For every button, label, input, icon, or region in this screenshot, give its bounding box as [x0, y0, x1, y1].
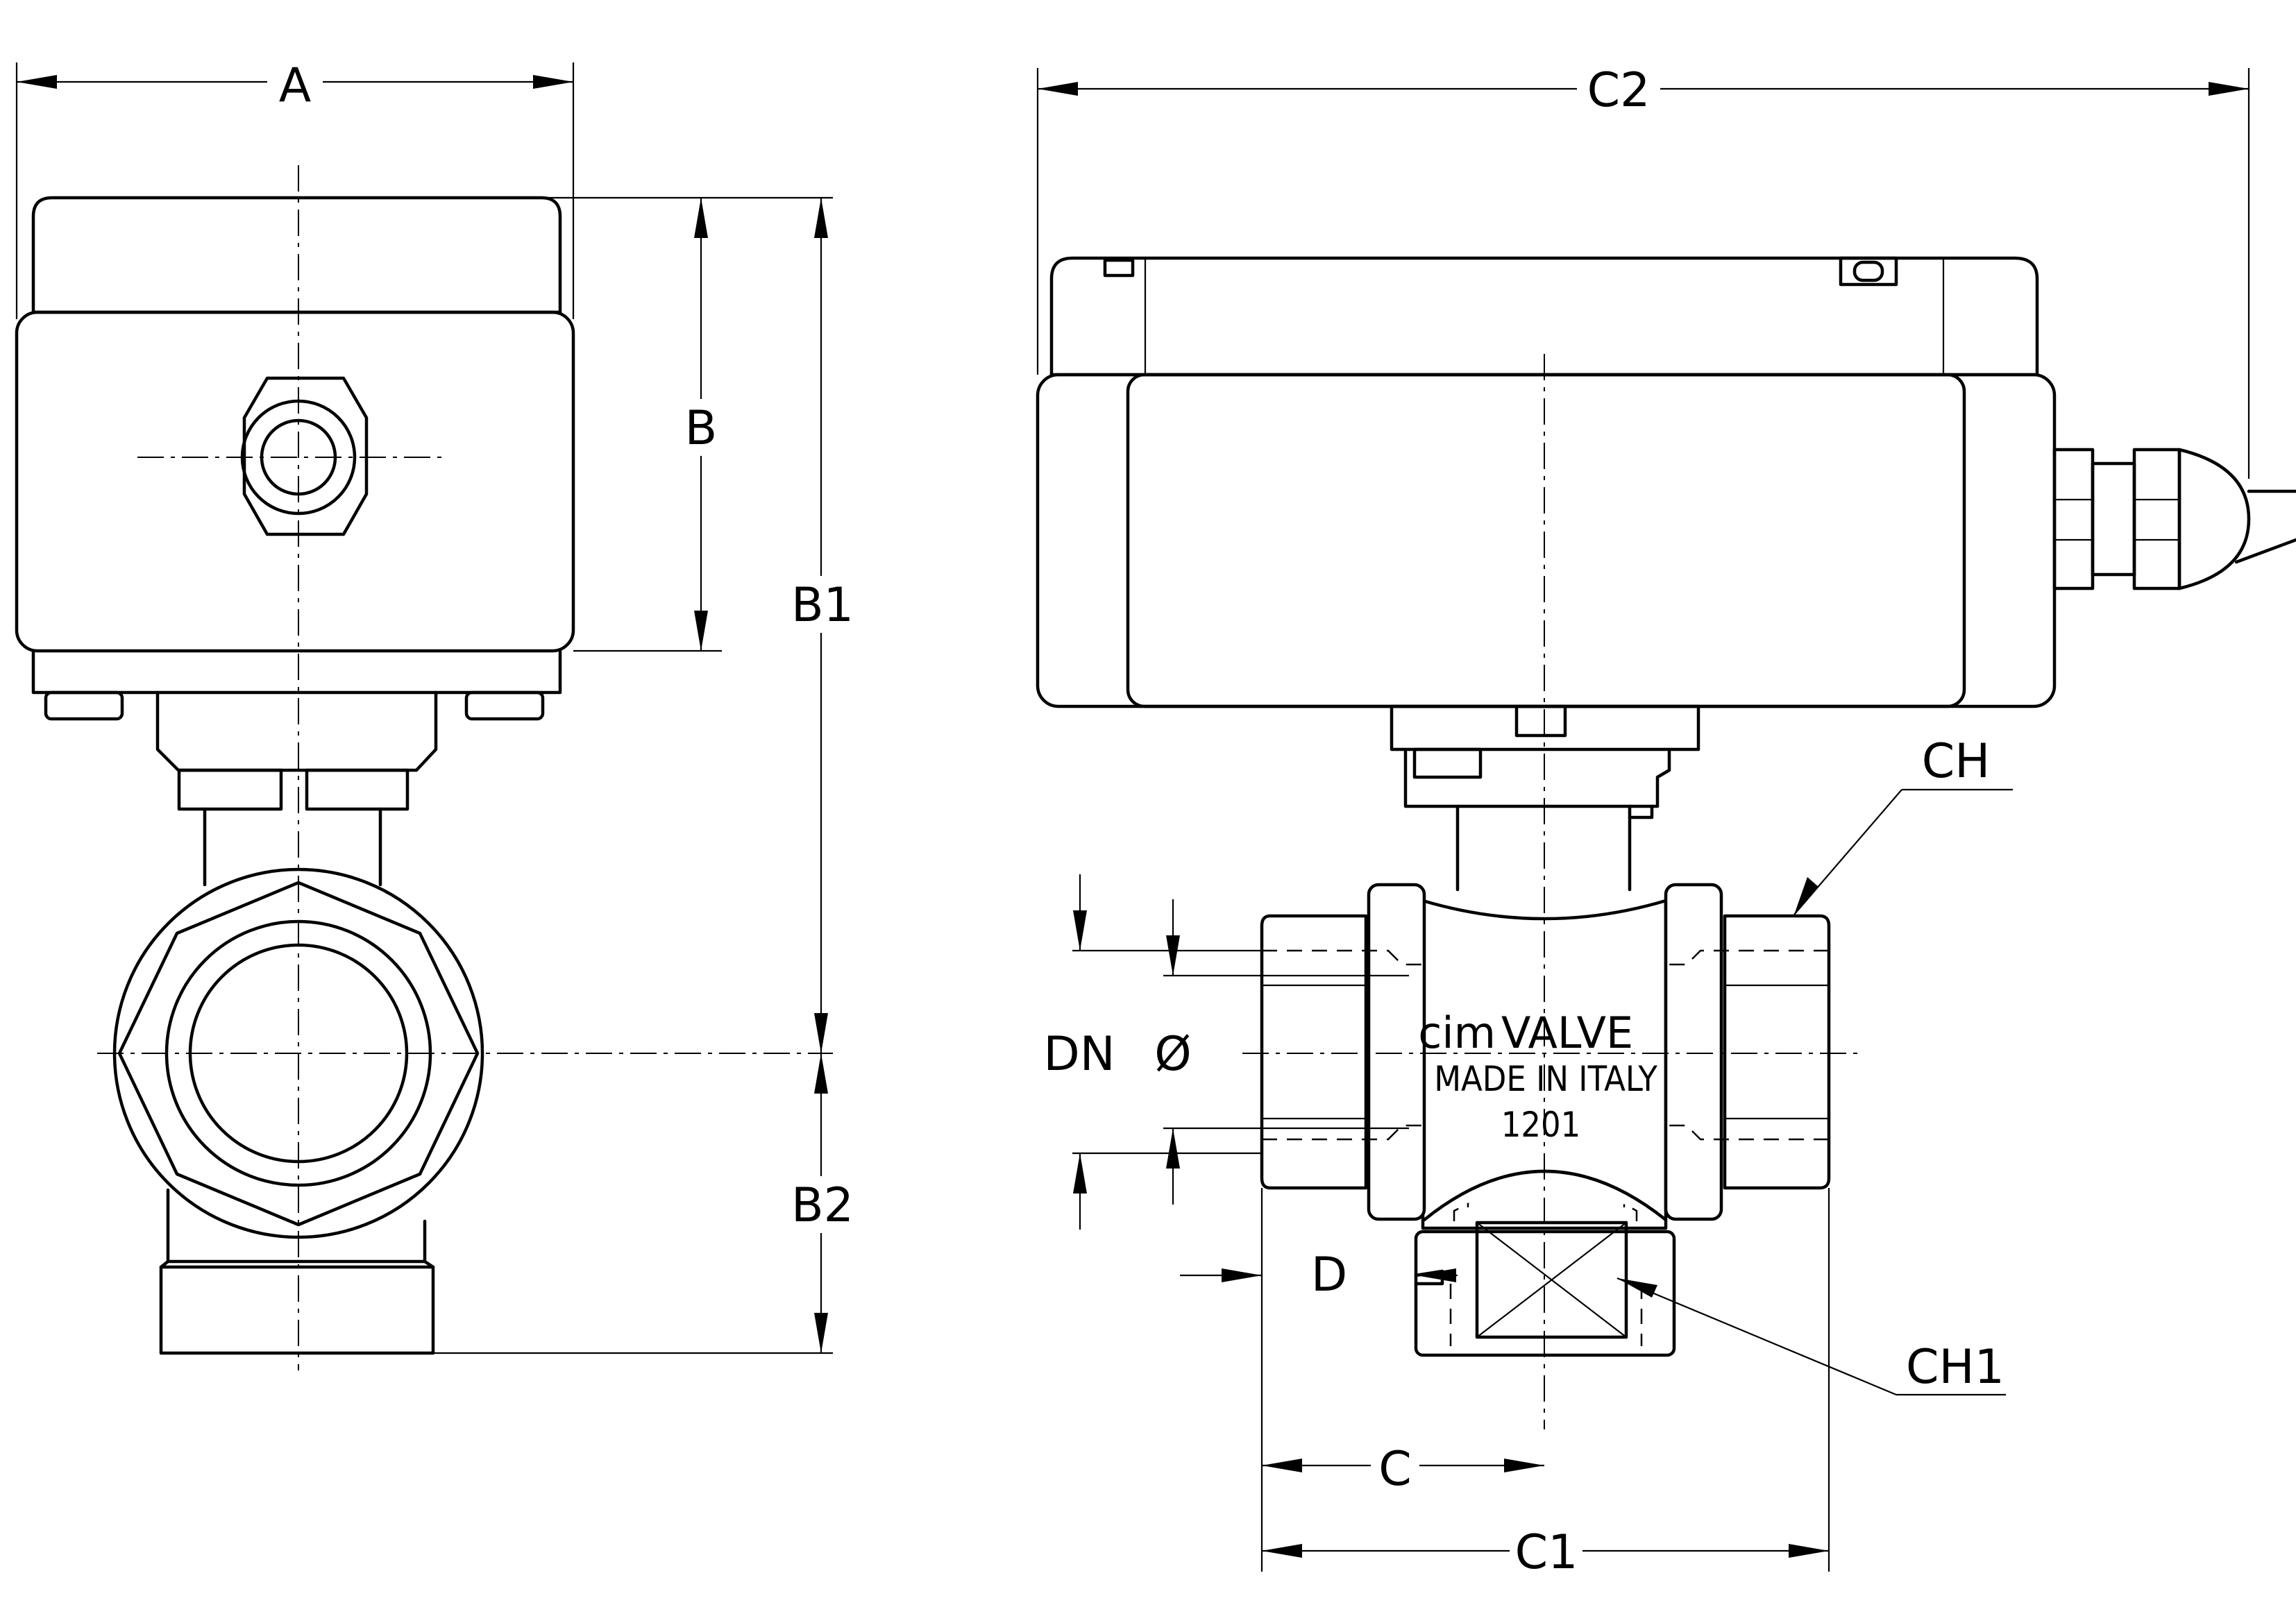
actuator-housing-side [1036, 373, 2057, 708]
flange-right [1664, 883, 1723, 1221]
actuator-housing-front [15, 310, 575, 653]
cable-gland-side [2052, 448, 2296, 590]
origin-text: MADE IN ITALY [1434, 1059, 1657, 1099]
dim-label-b: B [685, 401, 718, 456]
end-connection-hex [117, 881, 480, 1227]
dim-label-a: A [279, 58, 312, 113]
dimension-labels: A B B1 B2 C2 CH DN Ø D CH1 C C1 [279, 58, 2004, 1580]
dimension-lines [15, 56, 2250, 1579]
dim-label-c2: C2 [1587, 63, 1651, 118]
dim-label-ch1: CH1 [1906, 1340, 2004, 1395]
mounting-nut-left [44, 690, 124, 721]
flange-left [1367, 883, 1426, 1221]
dim-label-c: C [1378, 1442, 1411, 1497]
valve-body-side [1260, 883, 1831, 1357]
actuator-cover-front [31, 196, 562, 314]
dim-label-b1: B1 [791, 578, 854, 633]
actuator-cover-side [1049, 256, 2039, 377]
dim-label-d: D [1311, 1248, 1347, 1302]
brand-logo: cim [1418, 1008, 1496, 1058]
mounting-bracket-front [155, 690, 438, 772]
dim-label-dn: DN [1043, 1027, 1115, 1082]
dim-label-c1: C1 [1515, 1525, 1578, 1580]
front-view [15, 165, 833, 1370]
mounting-nut-right [464, 690, 545, 721]
dim-label-ch: CH [1922, 734, 1991, 789]
dim-label-b2: B2 [791, 1178, 854, 1233]
code-text: 1201 [1501, 1105, 1580, 1145]
dim-label-diameter: Ø [1154, 1027, 1192, 1082]
brand-text: VALVE [1501, 1008, 1633, 1058]
bottom-connection-front [166, 1188, 427, 1264]
side-view: cim VALVE MADE IN ITALY 1201 [1036, 256, 2296, 1429]
